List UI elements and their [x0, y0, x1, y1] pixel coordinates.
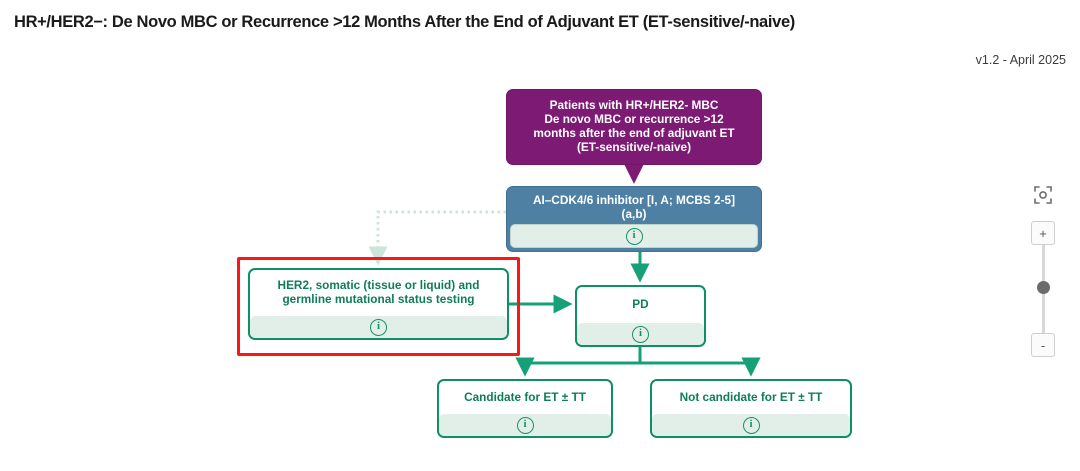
node-not-candidate-for-et-tt[interactable]: Not candidate for ET ± TT i — [650, 379, 852, 438]
info-circle-icon[interactable]: i — [742, 416, 760, 434]
page-title: HR+/HER2−: De Novo MBC or Recurrence >12… — [14, 13, 795, 31]
node-pd[interactable]: PD i — [575, 285, 706, 347]
node-candidate-for-et-tt-info-strip[interactable]: i — [439, 414, 611, 436]
version-label: v1.2 - April 2025 — [975, 53, 1066, 67]
flowchart-canvas[interactable]: Patients with HR+/HER2- MBC De novo MBC … — [0, 76, 1080, 471]
zoom-out-button[interactable]: - — [1031, 333, 1055, 357]
edge-pd-to-candidate — [515, 347, 642, 377]
node-her2-mutational-testing-info-strip[interactable]: i — [250, 316, 507, 338]
node-ai-cdk46-inhibitor-info-strip[interactable]: i — [510, 224, 758, 248]
node-candidate-for-et-tt-label: Candidate for ET ± TT — [464, 389, 586, 404]
node-patients[interactable]: Patients with HR+/HER2- MBC De novo MBC … — [506, 89, 762, 165]
node-not-candidate-for-et-tt-label: Not candidate for ET ± TT — [679, 389, 823, 404]
zoom-slider[interactable] — [1036, 245, 1050, 333]
zoom-in-button[interactable]: + — [1031, 221, 1055, 245]
edge-pd-to-not-candidate — [638, 347, 761, 377]
node-ai-cdk46-inhibitor-label: AI–CDK4/6 inhibitor [I, A; MCBS 2-5] (a,… — [532, 193, 736, 221]
info-circle-icon[interactable]: i — [516, 416, 534, 434]
node-her2-mutational-testing-label: HER2, somatic (tissue or liquid) and ger… — [277, 278, 480, 306]
fit-screen-icon[interactable] — [1030, 182, 1056, 208]
connector-layer — [368, 163, 761, 377]
edge-aicdk-to-her2test — [368, 210, 506, 266]
zoom-controls[interactable]: + - — [1028, 182, 1058, 357]
node-patients-label: Patients with HR+/HER2- MBC De novo MBC … — [533, 98, 735, 154]
info-circle-icon[interactable]: i — [632, 325, 649, 343]
node-her2-mutational-testing[interactable]: HER2, somatic (tissue or liquid) and ger… — [248, 268, 509, 340]
info-circle-icon[interactable]: i — [370, 318, 387, 336]
node-pd-info-strip[interactable]: i — [577, 323, 704, 345]
node-candidate-for-et-tt[interactable]: Candidate for ET ± TT i — [437, 379, 613, 438]
node-not-candidate-for-et-tt-info-strip[interactable]: i — [652, 414, 850, 436]
info-circle-icon[interactable]: i — [625, 227, 643, 245]
node-pd-label: PD — [632, 297, 649, 312]
node-ai-cdk46-inhibitor[interactable]: AI–CDK4/6 inhibitor [I, A; MCBS 2-5] (a,… — [506, 186, 762, 252]
zoom-slider-handle[interactable] — [1036, 281, 1050, 294]
